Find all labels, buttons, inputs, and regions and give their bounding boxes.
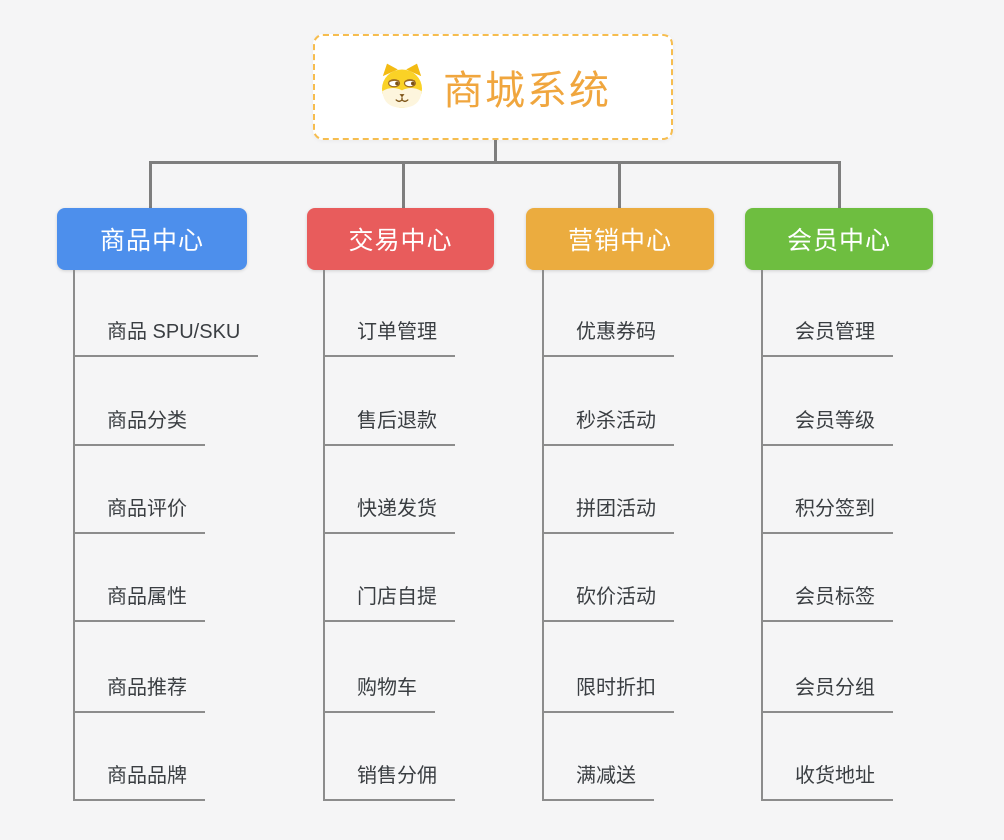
leaf-node[interactable]: 会员标签 [761,584,893,622]
leaf-node[interactable]: 积分签到 [761,496,893,534]
branch-column-marketing-center: 优惠券码 秒杀活动 拼团活动 砍价活动 限时折扣 满减送 [542,270,782,810]
leaf-node[interactable]: 优惠券码 [542,319,674,357]
branch-column-trade-center: 订单管理 售后退款 快递发货 门店自提 购物车 销售分佣 [323,270,563,810]
branch-column-product-center: 商品 SPU/SKU 商品分类 商品评价 商品属性 商品推荐 商品品牌 [73,270,313,810]
leaf-node[interactable]: 售后退款 [323,408,455,446]
leaf-node[interactable]: 商品 SPU/SKU [73,319,259,357]
branch-label: 商品中心 [99,227,204,255]
leaf-node[interactable]: 快递发货 [323,496,455,534]
leaf-node[interactable]: 秒杀活动 [542,408,674,446]
branch-column-member-center: 会员管理 会员等级 积分签到 会员标签 会员分组 收货地址 [761,270,1001,810]
leaf-node[interactable]: 商品推荐 [73,675,205,713]
branch-node-member-center[interactable]: 会员中心 [745,208,933,270]
root-node[interactable]: 商城系统 [313,34,673,140]
root-title: 商城系统 [443,69,611,113]
leaf-node[interactable]: 商品评价 [73,496,205,534]
branch-label: 营销中心 [567,227,672,255]
leaf-node[interactable]: 门店自提 [323,584,455,622]
leaf-node[interactable]: 购物车 [323,675,435,713]
leaf-node[interactable]: 限时折扣 [542,675,674,713]
leaf-node[interactable]: 订单管理 [323,319,455,357]
branch-label: 交易中心 [348,227,453,255]
branch-node-trade-center[interactable]: 交易中心 [307,208,494,270]
leaf-node[interactable]: 满减送 [542,763,654,801]
leaf-node[interactable]: 商品品牌 [73,763,205,801]
connector-spine [761,270,763,801]
connector-bus [149,161,841,164]
connector-root-stem [494,140,497,163]
leaf-node[interactable]: 商品分类 [73,408,205,446]
leaf-node[interactable]: 会员分组 [761,675,893,713]
doge-icon [382,63,422,108]
leaf-node[interactable]: 会员管理 [761,319,893,357]
connector-drop-3 [618,161,621,208]
leaf-node[interactable]: 商品属性 [73,584,205,622]
leaf-node[interactable]: 拼团活动 [542,496,674,534]
connector-spine [323,270,325,801]
leaf-node[interactable]: 销售分佣 [323,763,455,801]
connector-drop-4 [838,161,841,208]
leaf-node[interactable]: 会员等级 [761,408,893,446]
branch-label: 会员中心 [786,227,891,255]
leaf-node[interactable]: 收货地址 [761,763,893,801]
leaf-node[interactable]: 砍价活动 [542,584,674,622]
branch-node-marketing-center[interactable]: 营销中心 [526,208,714,270]
connector-spine [73,270,75,801]
connector-spine [542,270,544,801]
connector-drop-1 [149,161,152,208]
branch-node-product-center[interactable]: 商品中心 [57,208,247,270]
connector-drop-2 [402,161,405,208]
